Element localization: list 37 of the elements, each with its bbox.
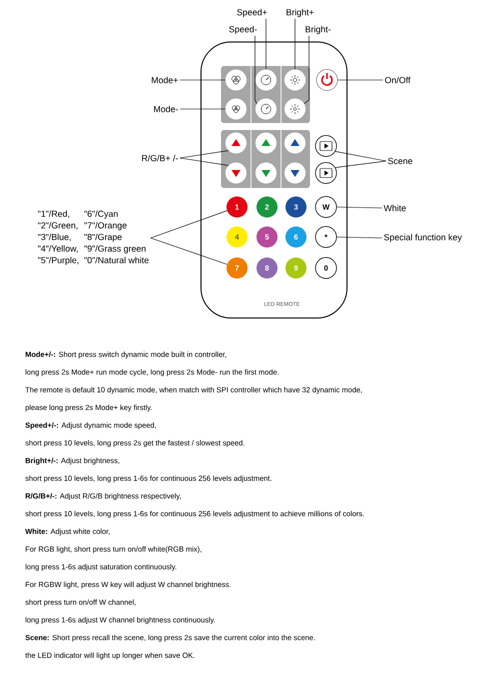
callout-label: Special function key — [384, 234, 462, 242]
leader-line — [180, 108, 226, 110]
mode-button — [226, 98, 246, 120]
callout-label: Speed+ — [237, 8, 267, 18]
leader-line — [150, 238, 228, 265]
leader-line — [180, 158, 229, 166]
callout-label: R/G/B+ /- — [142, 154, 178, 162]
scene-button — [315, 162, 337, 184]
callout-label: Bright- — [306, 26, 331, 34]
up-arrow-button — [256, 132, 276, 154]
leader-line — [180, 150, 229, 158]
down-arrow-button — [256, 162, 276, 184]
callout-label: Mode- — [154, 106, 178, 112]
down-arrow-button — [284, 162, 306, 184]
callout-label: Bright+ — [286, 8, 314, 18]
leader-line — [336, 206, 382, 208]
leader-line — [335, 160, 386, 168]
callout-label: White — [384, 204, 406, 212]
leader-line — [336, 236, 382, 238]
down-arrow-button — [226, 162, 246, 184]
power-button — [316, 69, 338, 91]
callout-label: Speed- — [229, 26, 257, 34]
callout-label: Scene — [388, 158, 412, 164]
speed-button — [256, 70, 276, 90]
mode-button — [226, 70, 246, 90]
scene-button — [315, 135, 337, 157]
leader-line — [294, 18, 296, 70]
leader-line — [150, 210, 228, 238]
brightness-button — [284, 98, 306, 120]
up-arrow-button — [226, 132, 246, 154]
leader-line — [335, 151, 386, 162]
speed-button — [256, 98, 276, 120]
brightness-button — [284, 70, 306, 90]
callout-label: Mode+ — [152, 76, 178, 84]
callout-label: On/Off — [385, 76, 410, 84]
color-key-list: "1"/Red, "6"/Cyan "2"/Green, "7"/Orange "3"/Blue, "8"/Grape "4"/Yellow, "9"/Grass green "5"/Purple, "0"/Natural white — [38, 210, 149, 266]
up-arrow-button — [284, 132, 306, 154]
